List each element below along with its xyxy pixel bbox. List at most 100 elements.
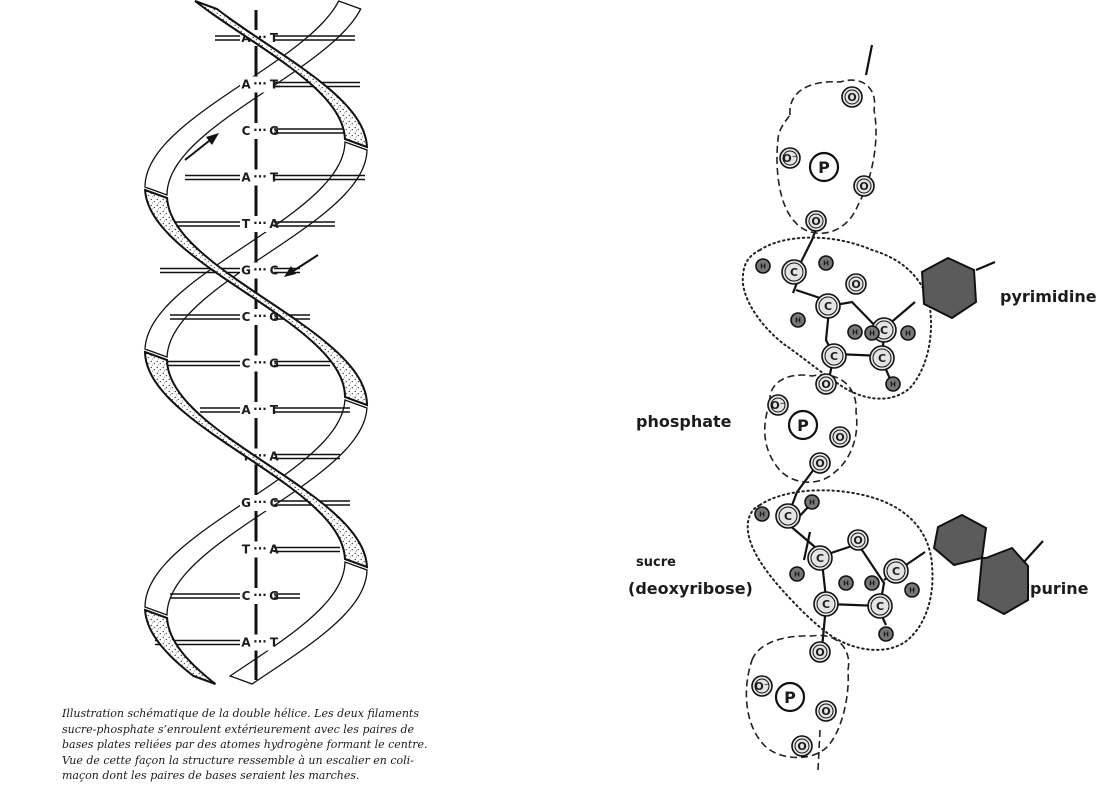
base-letter-right: G bbox=[269, 357, 279, 371]
double-helix-diagram: A···TA···TC···GA···TT···AG···CC···GC···G… bbox=[145, 1, 367, 684]
base-letter-left: C bbox=[242, 357, 251, 371]
H-atom-symbol: H bbox=[890, 381, 896, 389]
H-atom: H bbox=[819, 256, 833, 270]
hydrogen-bond-dots: ··· bbox=[253, 402, 267, 416]
base-letter-left: A bbox=[241, 171, 251, 185]
carbon-atom-symbol: C bbox=[878, 352, 886, 365]
carbon-atom: C bbox=[816, 294, 840, 318]
hydrogen-bond-dots: ··· bbox=[253, 309, 267, 323]
O-minus-atom: O⁻ bbox=[752, 676, 772, 696]
H-atom-symbol: H bbox=[794, 571, 800, 579]
phosphate-label: phosphate bbox=[636, 412, 732, 431]
carbon-atom-symbol: C bbox=[822, 598, 830, 611]
H-atom-symbol: H bbox=[795, 317, 801, 325]
carbon-atom: C bbox=[808, 546, 832, 570]
phosphorus-atom: P bbox=[810, 153, 838, 181]
H-atom-symbol: H bbox=[843, 580, 849, 588]
base-letter-left: C bbox=[242, 589, 251, 603]
O-minus-atom: O⁻ bbox=[768, 395, 788, 415]
H-atom-symbol: H bbox=[759, 511, 765, 519]
O-atom-symbol: O bbox=[821, 378, 830, 391]
O-atom: O bbox=[816, 701, 836, 721]
phosphorus-atom-symbol: P bbox=[797, 416, 809, 435]
hydrogen-bond-dots: ··· bbox=[253, 123, 267, 137]
carbon-atom-symbol: C bbox=[892, 565, 900, 578]
O-atom-symbol: O bbox=[815, 457, 824, 470]
base-letter-right: G bbox=[269, 589, 279, 603]
purine-label: purine bbox=[1030, 579, 1089, 598]
hydrogen-bond-dots: ··· bbox=[253, 588, 267, 602]
purine-rings bbox=[934, 515, 1043, 614]
H-atom-symbol: H bbox=[809, 499, 815, 507]
strand-a-ribbon bbox=[230, 562, 367, 684]
H-atom: H bbox=[886, 377, 900, 391]
hydrogen-bond-dots: ··· bbox=[253, 77, 267, 91]
base-letter-left: T bbox=[242, 217, 251, 231]
caption-line: sucre-phosphate s’enroulent extérieureme… bbox=[62, 722, 492, 738]
O-atom: O bbox=[792, 736, 812, 756]
O-atom-symbol: O bbox=[821, 705, 830, 718]
H-atom: H bbox=[879, 627, 893, 641]
O-atom: O bbox=[842, 87, 862, 107]
O-atom-symbol: O bbox=[797, 740, 806, 753]
strand-b-ribbon bbox=[145, 610, 215, 684]
H-atom: H bbox=[790, 567, 804, 581]
O-atom: O bbox=[846, 274, 866, 294]
H-atom: H bbox=[905, 583, 919, 597]
pyrimidine-ring bbox=[922, 258, 995, 318]
base-letter-right: T bbox=[270, 403, 279, 417]
helix-caption: Illustration schématique de la double hé… bbox=[62, 706, 492, 784]
O-minus-atom-symbol: O⁻ bbox=[770, 399, 785, 412]
base-letter-right: G bbox=[269, 124, 279, 138]
base-letter-right: T bbox=[270, 171, 279, 185]
H-atom: H bbox=[839, 576, 853, 590]
base-letter-right: T bbox=[270, 636, 279, 650]
hydrogen-bond-dots: ··· bbox=[253, 170, 267, 184]
carbon-atom: C bbox=[870, 346, 894, 370]
H-atom-symbol: H bbox=[760, 263, 766, 271]
base-letter-right: T bbox=[270, 78, 279, 92]
base-letter-left: T bbox=[242, 543, 251, 557]
H-atom: H bbox=[848, 325, 862, 339]
base-letter-left: A bbox=[241, 403, 251, 417]
H-atom: H bbox=[805, 495, 819, 509]
carbon-atom: C bbox=[814, 592, 838, 616]
carbon-atom-symbol: C bbox=[876, 600, 884, 613]
deoxyribose-label: (deoxyribose) bbox=[628, 579, 753, 598]
carbon-atom-symbol: C bbox=[824, 300, 832, 313]
H-atom: H bbox=[756, 259, 770, 273]
O-atom: O bbox=[830, 427, 850, 447]
hydrogen-bond-dots: ··· bbox=[253, 635, 267, 649]
carbon-atom-symbol: C bbox=[816, 552, 824, 565]
H-atom: H bbox=[901, 326, 915, 340]
H-atom-symbol: H bbox=[909, 587, 915, 595]
O-minus-atom-symbol: O⁻ bbox=[782, 152, 797, 165]
O-minus-atom: O⁻ bbox=[780, 148, 800, 168]
caption-line: Vue de cette façon la structure ressembl… bbox=[62, 753, 492, 769]
H-atom-symbol: H bbox=[869, 580, 875, 588]
pyrimidine-label: pyrimidine bbox=[1000, 287, 1097, 306]
H-atom: H bbox=[865, 326, 879, 340]
carbon-atom-symbol: C bbox=[790, 266, 798, 279]
H-atom: H bbox=[865, 576, 879, 590]
base-letter-right: T bbox=[270, 31, 279, 45]
caption-line: bases plates reliées par des atomes hydr… bbox=[62, 737, 492, 753]
base-letter-right: A bbox=[269, 217, 279, 231]
H-atom-symbol: H bbox=[852, 329, 858, 337]
carbon-atom: C bbox=[884, 559, 908, 583]
H-atom-symbol: H bbox=[823, 260, 829, 268]
phosphorus-atom: P bbox=[789, 411, 817, 439]
carbon-atom: C bbox=[822, 344, 846, 368]
hydrogen-bond-dots: ··· bbox=[253, 542, 267, 556]
phosphorus-atom-symbol: P bbox=[784, 688, 796, 707]
carbon-atom: C bbox=[868, 594, 892, 618]
phosphorus-atom-symbol: P bbox=[818, 158, 830, 177]
base-letter-left: A bbox=[241, 78, 251, 92]
O-atom-symbol: O bbox=[851, 278, 860, 291]
O-atom: O bbox=[806, 211, 826, 231]
O-atom-symbol: O bbox=[835, 431, 844, 444]
hydrogen-bond-dots: ··· bbox=[253, 216, 267, 230]
